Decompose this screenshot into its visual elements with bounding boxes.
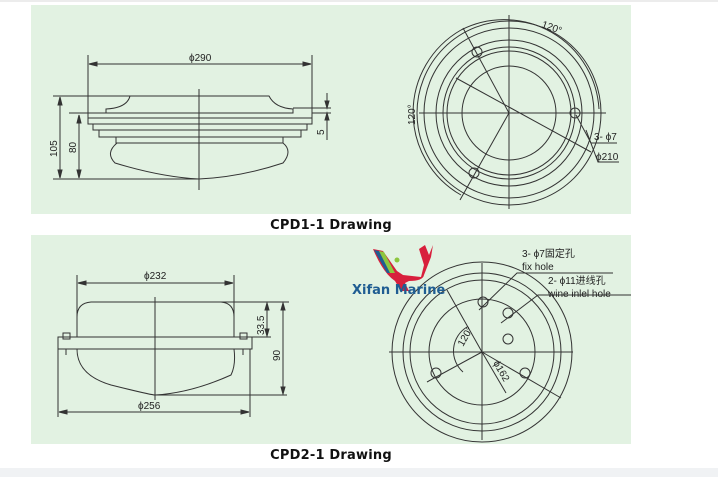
angle-label-left: 120° bbox=[407, 104, 418, 125]
cpd1-1-drawing-panel: ϕ290 105 80 5 120° 120° 3- ϕ7 bbox=[31, 5, 631, 214]
dim-flange-5: 5 bbox=[316, 129, 327, 135]
cpd2-1-drawing-panel: ϕ232 ϕ256 33.5 90 3- ϕ7固定孔 fix hole 2- bbox=[31, 235, 631, 444]
dim-height-80: 80 bbox=[68, 141, 79, 153]
cpd1-1-top-view bbox=[412, 15, 619, 209]
fix-hole-label-en: fix hole bbox=[522, 262, 554, 273]
dim-height-90: 90 bbox=[272, 349, 283, 361]
cpd2-1-side-view: ϕ232 ϕ256 33.5 90 3- ϕ7固定孔 fix hole 2- bbox=[57, 245, 631, 443]
caption-cpd1-1: CPD1-1 Drawing bbox=[270, 218, 392, 233]
caption-cpd2-1: CPD2-1 Drawing bbox=[270, 448, 392, 463]
dim-width-290: ϕ290 bbox=[189, 53, 212, 64]
fix-hole-label-cn: 3- ϕ7固定孔 bbox=[522, 247, 575, 260]
dim-width-256: ϕ256 bbox=[138, 401, 161, 412]
dim-height-105: 105 bbox=[49, 140, 60, 157]
inlet-hole-label-cn: 2- ϕ11进线孔 bbox=[548, 274, 606, 287]
diameter-210-label: ϕ210 bbox=[596, 152, 619, 163]
angle-label-top: 120° bbox=[540, 19, 563, 36]
holes-label: 3- ϕ7 bbox=[594, 132, 617, 143]
whale-logo-icon bbox=[373, 245, 433, 291]
inlet-hole-label-en: wine inlel hole bbox=[547, 289, 611, 300]
watermark-brand-text: Xifan Marine bbox=[352, 283, 446, 298]
cpd1-1-side-view: ϕ290 105 80 5 120° 120° 3- ϕ7 bbox=[49, 15, 619, 209]
cpd2-1-top-view bbox=[389, 261, 631, 443]
footer-band bbox=[0, 468, 718, 477]
dim-height-33-5: 33.5 bbox=[256, 315, 267, 335]
top-divider bbox=[0, 0, 718, 2]
dim-width-232: ϕ232 bbox=[144, 271, 167, 282]
